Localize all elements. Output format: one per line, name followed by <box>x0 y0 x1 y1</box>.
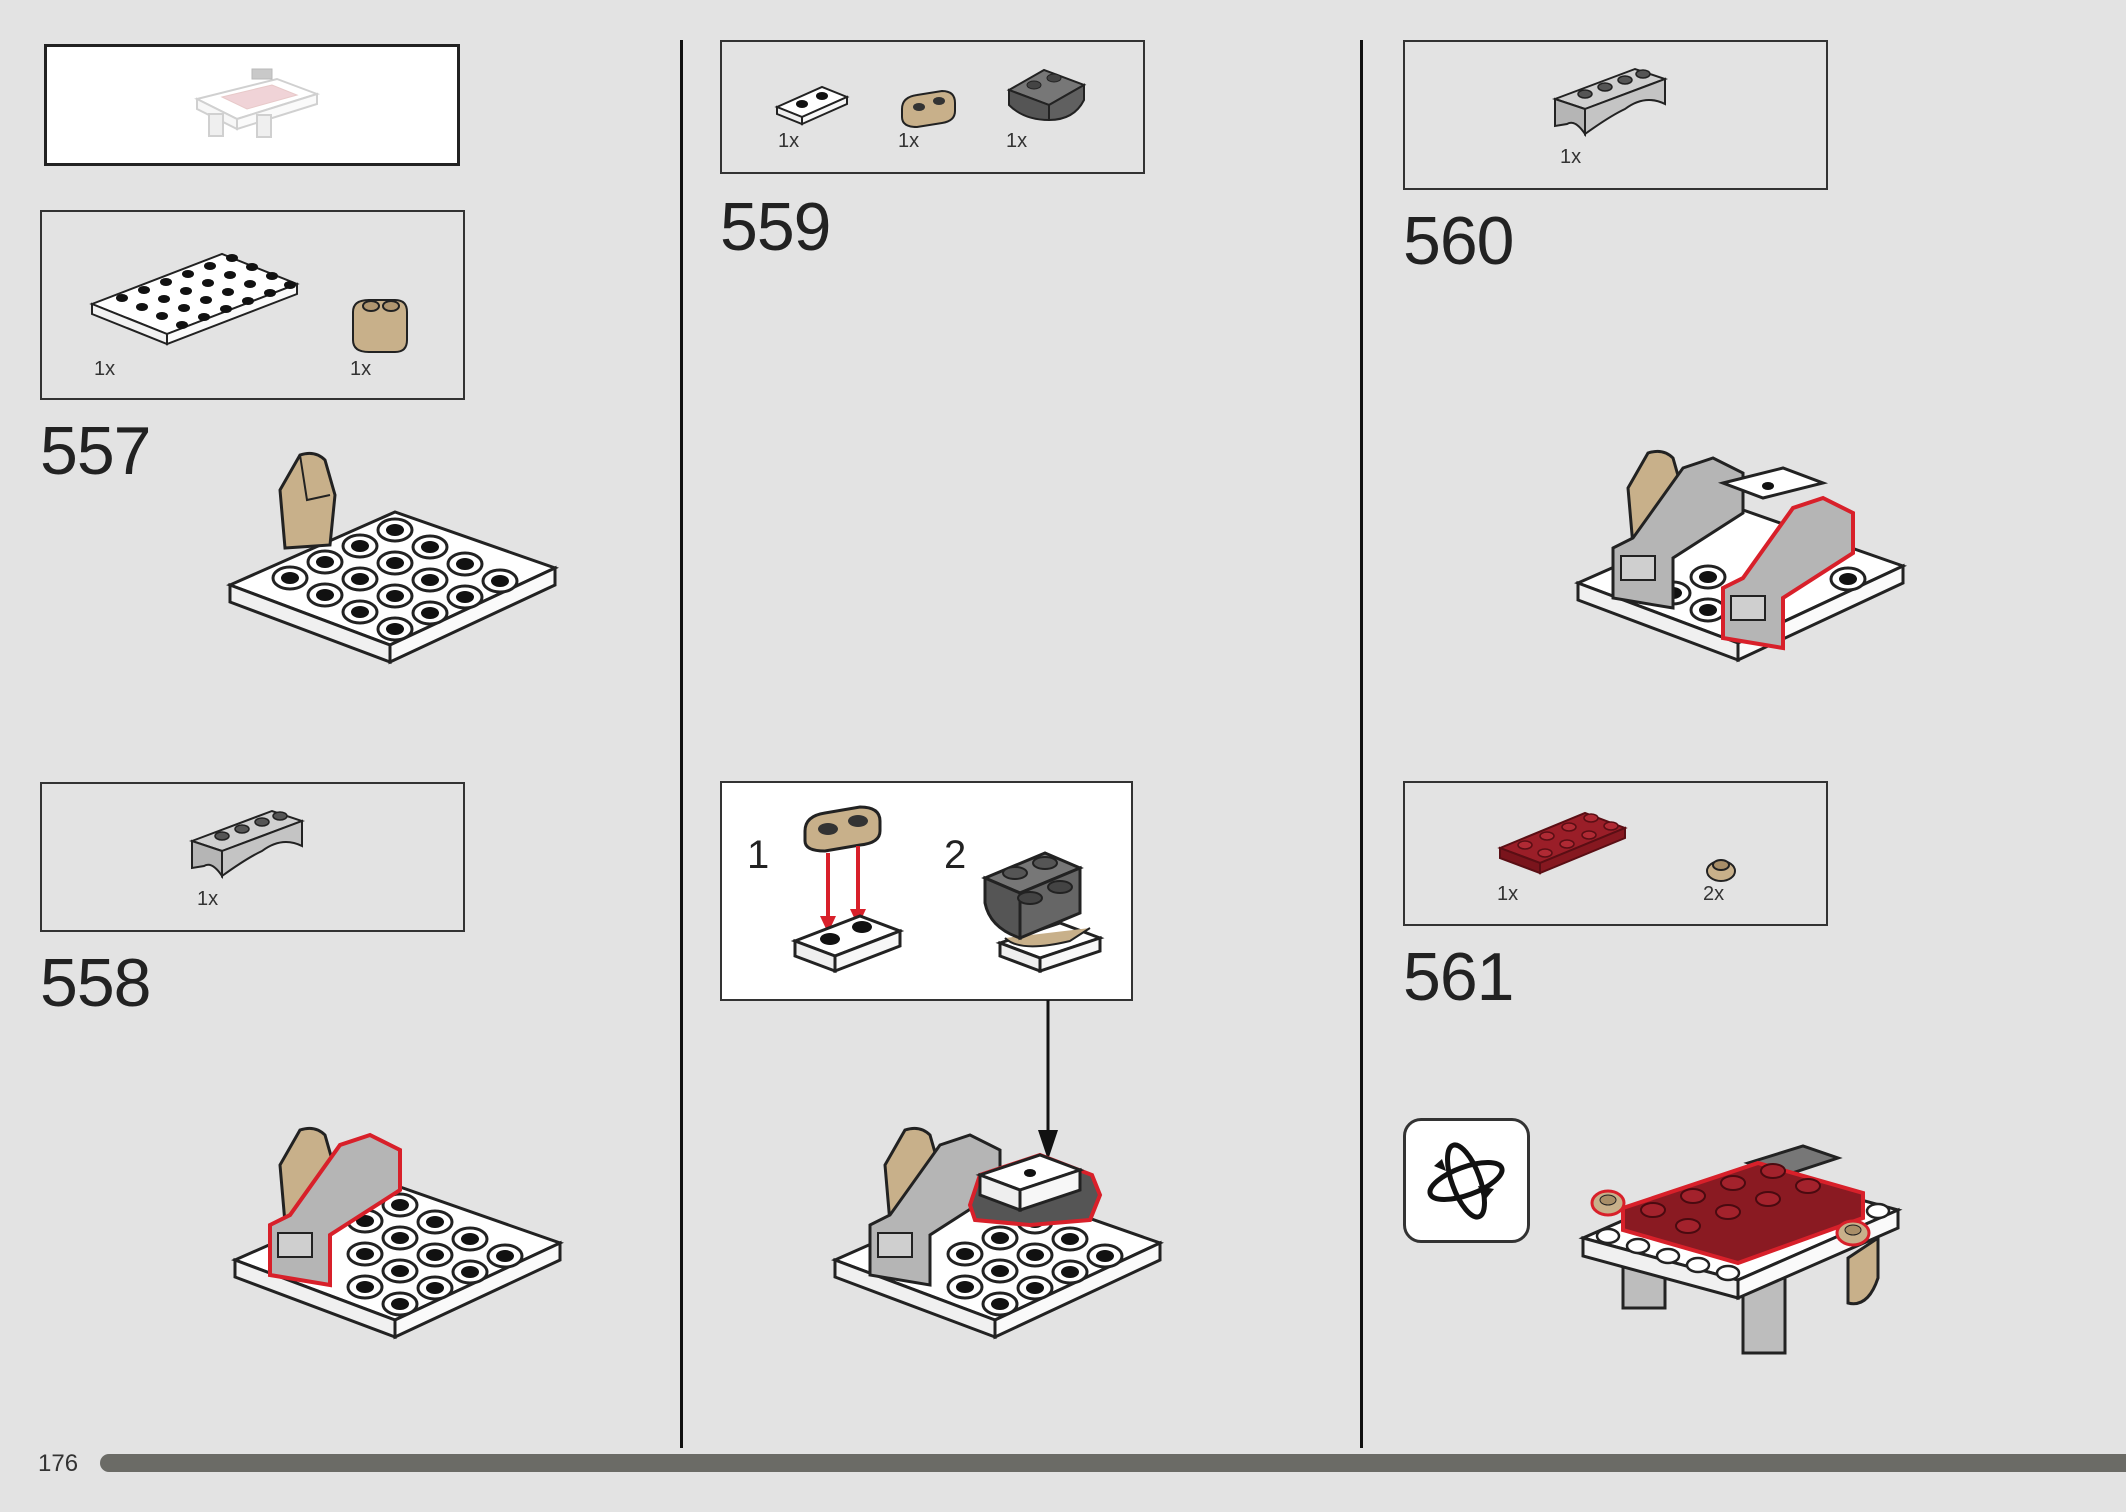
light-gray-arch-1x4-part <box>1552 67 1668 138</box>
dark-gray-curved-slope-part <box>1006 68 1087 122</box>
preview-model-image <box>194 68 321 138</box>
substep-label: 1 <box>747 833 770 877</box>
part-qty: 1x <box>350 358 372 380</box>
part-qty: 1x <box>778 130 800 152</box>
white-plate-1x2-part <box>774 85 850 126</box>
dark-red-plate-2x4-part <box>1497 811 1628 875</box>
page-number: 176 <box>38 1450 79 1477</box>
light-gray-arch-1x4-part <box>189 809 305 880</box>
step-558-parts-box: 1x <box>40 782 465 932</box>
part-qty: 1x <box>94 358 116 380</box>
part-qty: 1x <box>1497 883 1519 905</box>
step-number-558: 558 <box>40 945 151 1021</box>
step-559-assembly-image <box>831 1126 1164 1340</box>
column-divider-1 <box>680 40 683 1448</box>
substep-label: 2 <box>944 833 967 877</box>
callout-arrow <box>1038 1000 1058 1160</box>
part-qty: 1x <box>898 130 920 152</box>
rotate-model-icon <box>1427 1142 1505 1220</box>
step-557-parts-box: 1x 1x <box>40 210 465 400</box>
preview-thumbnail-box <box>44 44 460 166</box>
part-qty: 1x <box>1006 130 1028 152</box>
step-561-parts-box: 1x 2x <box>1403 781 1828 926</box>
rotate-model-button <box>1403 1118 1530 1243</box>
white-plate-4x6-part <box>89 252 300 346</box>
step-number-560: 560 <box>1403 203 1514 279</box>
progress-bar <box>100 1454 2126 1472</box>
tan-round-plate-1x1-part <box>1706 859 1736 882</box>
step-558-assembly-image <box>231 1126 564 1340</box>
step-number-559: 559 <box>720 189 831 265</box>
tan-plate-1x2-rounded-part <box>901 89 956 129</box>
substep-2-image <box>981 851 1105 974</box>
substep-1-image <box>790 805 905 974</box>
part-qty: 1x <box>1560 146 1582 168</box>
part-qty: 2x <box>1703 883 1725 905</box>
step-560-parts-box: 1x <box>1403 40 1828 190</box>
step-560-assembly-image <box>1574 449 1907 663</box>
step-559-parts-box: 1x 1x 1x <box>720 40 1145 174</box>
step-559-subassembly-box: 1 2 <box>720 781 1133 1001</box>
column-divider-2 <box>1360 40 1363 1448</box>
step-557-assembly-image <box>226 451 559 665</box>
tan-brick-1x2-rounded-part <box>352 299 408 353</box>
step-number-561: 561 <box>1403 939 1514 1015</box>
step-561-assembly-image <box>1578 1144 1903 1355</box>
part-qty: 1x <box>197 888 219 910</box>
step-number-557: 557 <box>40 413 151 489</box>
